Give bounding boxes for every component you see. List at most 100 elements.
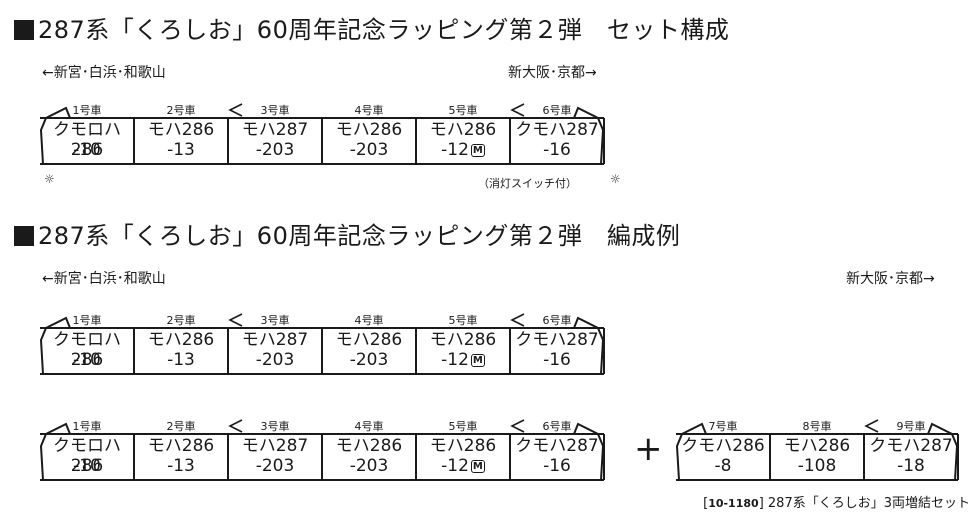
square-bullet-icon: [14, 226, 34, 246]
car-type-label: モハ286: [147, 436, 215, 456]
section-heading-set: 287系「くろしお」60周年記念ラッピング第２弾 セット構成: [14, 10, 729, 45]
train-car: 4号車モハ286-203: [321, 100, 417, 166]
square-bullet-icon: [14, 20, 34, 40]
car-number-label: 4号車: [354, 314, 384, 327]
car-number-label: 6号車: [542, 420, 572, 433]
car-type-label: モハ286: [429, 330, 497, 350]
car-number-label: 1号車: [72, 420, 102, 433]
train-car: 1号車クモロハ286-10: [39, 100, 135, 166]
car-type-label: クモハ286: [681, 436, 765, 456]
car-type-label: クモロハ286: [53, 330, 121, 370]
car-type-label: クモハ287: [515, 330, 599, 350]
car-type-label: モハ286: [429, 436, 497, 456]
car-type-label: モハ286: [335, 436, 403, 456]
car-number-label: 6号車: [542, 314, 572, 327]
train-car: 4号車モハ286-203: [321, 310, 417, 376]
car-serial-label: -18: [897, 456, 925, 476]
car-type-label: モハ286: [335, 120, 403, 140]
train-car: 3号車モハ287-203: [227, 100, 323, 166]
car-serial-label: -203: [255, 456, 295, 476]
car-serial-label: -203: [255, 140, 295, 160]
car-outline: [509, 103, 605, 165]
car-serial-label: -16: [543, 350, 571, 370]
car-type-label: クモハ287: [515, 120, 599, 140]
car-serial-label: -10: [73, 456, 101, 476]
car-number-label: 5号車: [448, 420, 478, 433]
car-serial-label: -108: [797, 456, 837, 476]
car-type-label: モハ286: [147, 330, 215, 350]
car-number-label: 2号車: [166, 314, 196, 327]
train-car: 6号車クモハ287-16: [509, 416, 605, 482]
car-number-label: 7号車: [708, 420, 738, 433]
train-car: 2号車モハ286-13: [133, 310, 229, 376]
product-code: 10-1180: [708, 497, 759, 510]
car-type-label: モハ286: [335, 330, 403, 350]
car-serial-label: -203: [349, 140, 389, 160]
train-car: 3号車モハ287-203: [227, 310, 323, 376]
car-outline: [509, 313, 605, 375]
car-serial-label: -16: [543, 456, 571, 476]
plus-sign: +: [634, 429, 663, 469]
car-serial-label: -8: [714, 456, 732, 476]
train-car: 6号車クモハ287-16: [509, 100, 605, 166]
car-serial-label: -203: [255, 350, 295, 370]
car-serial-label: -203: [349, 456, 389, 476]
taillight-icon: ☼: [610, 172, 621, 186]
car-serial-label: -16: [543, 140, 571, 160]
train-car: 3号車モハ287-203: [227, 416, 323, 482]
train-car: 1号車クモロハ286-10: [39, 310, 135, 376]
car-serial-label: -13: [167, 350, 195, 370]
car-serial-label: -10: [73, 140, 101, 160]
train-car: 2号車モハ286-13: [133, 416, 229, 482]
car-type-label: モハ286: [783, 436, 851, 456]
car-type-label: クモロハ286: [53, 120, 121, 160]
light-switch-note: （消灯スイッチ付）: [478, 177, 577, 190]
motor-badge: M: [470, 460, 485, 473]
car-outline: [509, 419, 605, 481]
car-type-label: クモハ287: [515, 436, 599, 456]
train-extension-3car: 7号車クモハ286-8 8号車モハ286-108 9号車クモハ287-18: [675, 416, 959, 482]
car-type-label: クモハ287: [869, 436, 953, 456]
car-number-label: 1号車: [72, 314, 102, 327]
car-number-label: 6号車: [542, 104, 572, 117]
car-number-label: 8号車: [802, 420, 832, 433]
car-type-label: クモロハ286: [53, 436, 121, 476]
direction-left: ←新宮･白浜･和歌山: [42, 65, 166, 81]
train-car: 2号車モハ286-13: [133, 100, 229, 166]
car-number-label: 3号車: [260, 314, 290, 327]
direction-right: 新大阪･京都→: [508, 65, 597, 81]
train-car: 6号車クモハ287-16: [509, 310, 605, 376]
car-number-label: 4号車: [354, 104, 384, 117]
headlight-icon: ☼: [44, 172, 55, 186]
heading-text: 287系「くろしお」60周年記念ラッピング第２弾 セット構成: [38, 16, 730, 44]
car-number-label: 1号車: [72, 104, 102, 117]
train-car: 1号車クモロハ286-10: [39, 416, 135, 482]
car-number-label: 2号車: [166, 104, 196, 117]
car-type-label: モハ286: [429, 120, 497, 140]
car-number-label: 3号車: [260, 104, 290, 117]
car-serial-label: -13: [167, 456, 195, 476]
train-car: 7号車クモハ286-8: [675, 416, 771, 482]
section-heading-example: 287系「くろしお」60周年記念ラッピング第２弾 編成例: [14, 216, 680, 251]
car-type-label: モハ287: [241, 120, 309, 140]
car-number-label: 2号車: [166, 420, 196, 433]
direction-left: ←新宮･白浜･和歌山: [42, 271, 166, 287]
motor-badge: M: [470, 144, 485, 157]
car-number-label: 9号車: [896, 420, 926, 433]
car-outline: [863, 419, 959, 481]
caption-text: 287系「くろしお」3両増結セット: [767, 496, 970, 511]
car-serial-label: -203: [349, 350, 389, 370]
car-serial-label: -10: [73, 350, 101, 370]
direction-right: 新大阪･京都→: [846, 271, 935, 287]
extension-set-caption: [10-1180] 287系「くろしお」3両増結セット: [703, 496, 970, 511]
heading-text: 287系「くろしお」60周年記念ラッピング第２弾 編成例: [38, 222, 681, 250]
motor-badge: M: [470, 354, 485, 367]
